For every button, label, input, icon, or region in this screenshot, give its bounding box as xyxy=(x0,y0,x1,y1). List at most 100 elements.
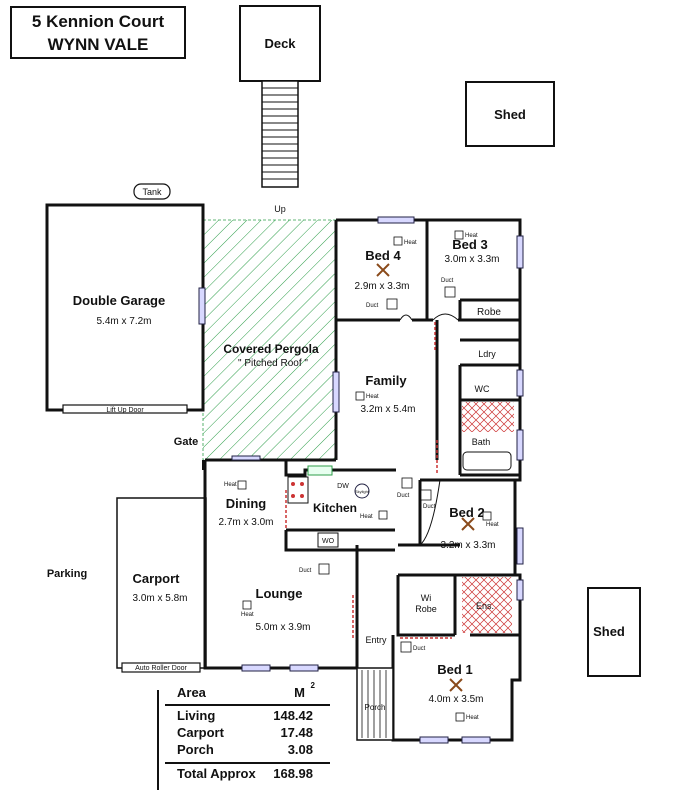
roller-door-label: Auto Roller Door xyxy=(135,665,187,672)
heat-label-bed4: Heat xyxy=(404,240,417,246)
duct-label-kitchen: Duct xyxy=(397,493,410,499)
entry-label: Entry xyxy=(365,635,387,645)
carport-size: 3.0m x 5.8m xyxy=(132,593,187,604)
parking-label: Parking xyxy=(47,568,87,580)
porch-steps xyxy=(361,670,387,738)
area-row-value: 148.42 xyxy=(273,708,313,723)
area-row-label: Living xyxy=(177,708,216,723)
area-row-value: 3.08 xyxy=(287,742,313,757)
area-table: Area M 2 Living 148.42 Carport 17.48 Por… xyxy=(147,681,333,789)
windows xyxy=(241,216,524,744)
tank-outline xyxy=(133,183,171,200)
vent-icons xyxy=(237,230,492,722)
bed3-name: Bed 3 xyxy=(452,237,487,252)
dishwasher-label: DW xyxy=(337,483,349,490)
shed-top-label: Shed xyxy=(494,107,526,122)
duct-label-bed4: Duct xyxy=(366,303,379,309)
heat-label-bed2: Heat xyxy=(486,522,499,528)
heat-label-bed1: Heat xyxy=(466,715,479,721)
pergola-hatch xyxy=(203,220,336,460)
address-line: 5 Kennion Court xyxy=(31,12,165,31)
heat-label-dining: Heat xyxy=(224,482,237,488)
wall-oven xyxy=(317,532,339,548)
bed1-name: Bed 1 xyxy=(437,662,472,677)
area-total-label: Total Approx xyxy=(177,766,256,781)
lift-up-door xyxy=(62,404,188,414)
area-row-carport: Carport 17.48 xyxy=(177,725,327,743)
bed1-size: 4.0m x 3.5m xyxy=(428,694,483,705)
shed-right xyxy=(587,587,641,677)
heat-label-kitchen: Heat xyxy=(360,514,373,520)
ensuite-tiles xyxy=(462,577,512,633)
deck-label: Deck xyxy=(264,36,296,51)
garage-outline xyxy=(45,203,205,412)
garage-window xyxy=(198,287,206,325)
area-row-label: Carport xyxy=(177,725,224,740)
area-unit-sup: 2 xyxy=(310,681,315,690)
area-row-living: Living 148.42 xyxy=(177,708,327,726)
area-row-porch: Porch 3.08 xyxy=(177,742,327,760)
robe-label: Robe xyxy=(477,307,501,318)
cooktop xyxy=(287,476,309,504)
laundry-label: Ldry xyxy=(478,349,496,359)
duct-label-lounge: Duct xyxy=(299,568,312,574)
internal-doors xyxy=(285,322,452,640)
area-table-header: Area M 2 xyxy=(177,681,327,703)
up-label: Up xyxy=(274,204,286,214)
heat-label-lounge: Heat xyxy=(241,612,254,618)
porch-label: Porch xyxy=(365,703,386,712)
area-table-lines xyxy=(157,690,330,790)
ceiling-fan-icons xyxy=(376,263,475,692)
area-unit-label: M xyxy=(294,685,305,700)
porch-outline xyxy=(356,667,394,741)
wall-oven-label: WO xyxy=(322,538,335,545)
wi-robe-label-1: Wi xyxy=(421,593,432,603)
shed-top xyxy=(465,81,555,147)
ensuite-label: Ens. xyxy=(476,601,494,611)
bed4-size: 2.9m x 3.3m xyxy=(354,281,409,292)
bed2-size: 3.2m x 3.3m xyxy=(440,540,495,551)
dining-name: Dining xyxy=(226,496,266,511)
cooktop-burners xyxy=(291,482,304,498)
pergola-note: " Pitched Roof " xyxy=(238,358,308,369)
gate-screen xyxy=(231,455,261,461)
area-row-total: Total Approx 168.98 xyxy=(177,766,327,784)
bed2-name: Bed 2 xyxy=(449,505,484,520)
gate-label: Gate xyxy=(174,436,198,448)
bath-tiles xyxy=(462,402,514,432)
heat-label-family: Heat xyxy=(366,394,379,400)
area-header-label: Area xyxy=(177,685,206,700)
area-total-value: 168.98 xyxy=(273,766,313,781)
pergola-name: Covered Pergola xyxy=(223,342,319,356)
dining-size: 2.7m x 3.0m xyxy=(218,517,273,528)
skylight-icon xyxy=(354,483,370,499)
garage-size: 5.4m x 7.2m xyxy=(96,316,151,327)
heat-label-bed3: Heat xyxy=(465,233,478,239)
lift-up-door-label: Lift Up Door xyxy=(106,407,144,414)
shed-right-label: Shed xyxy=(593,624,625,639)
duct-label-bed3: Duct xyxy=(441,278,454,284)
garage-name: Double Garage xyxy=(73,293,165,308)
roller-door xyxy=(121,662,201,673)
lounge-size: 5.0m x 3.9m xyxy=(255,622,310,633)
bathtub xyxy=(462,451,512,471)
area-row-label: Porch xyxy=(177,742,214,757)
suburb-line: WYNN VALE xyxy=(47,35,149,54)
lounge-name: Lounge xyxy=(256,586,303,601)
area-row-value: 17.48 xyxy=(280,725,313,740)
wc-label: WC xyxy=(475,384,490,394)
skylight-label: Skylight xyxy=(355,489,370,494)
bed4-name: Bed 4 xyxy=(365,248,401,263)
bath-label: Bath xyxy=(472,437,491,447)
duct-label-entry: Duct xyxy=(413,646,426,652)
title-box: 5 Kennion Court WYNN VALE xyxy=(10,6,186,59)
kitchen-name: Kitchen xyxy=(313,501,357,515)
carport-name: Carport xyxy=(133,571,181,586)
tank-label: Tank xyxy=(142,187,162,197)
family-size: 3.2m x 5.4m xyxy=(360,404,415,415)
wi-robe-label-2: Robe xyxy=(415,604,437,614)
deck-outline xyxy=(239,5,321,82)
kitchen-sink xyxy=(307,465,333,476)
bed3-size: 3.0m x 3.3m xyxy=(444,254,499,265)
